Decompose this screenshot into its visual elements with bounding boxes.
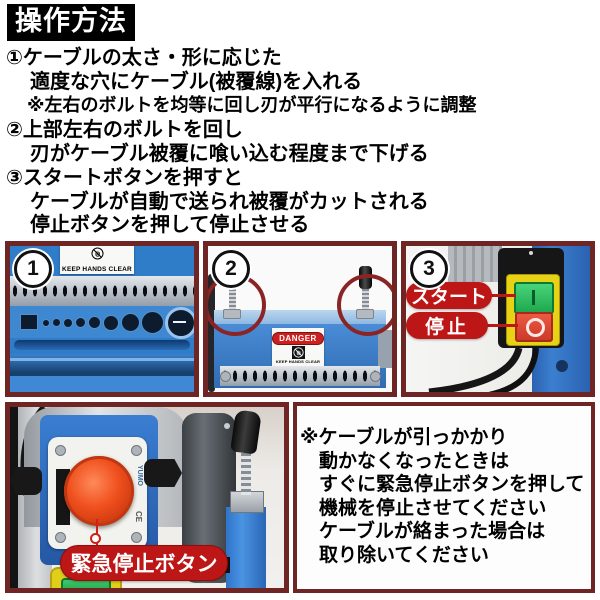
cable-gland-left bbox=[10, 467, 42, 495]
hole-face bbox=[10, 306, 194, 339]
start-callout: スタート bbox=[406, 282, 492, 309]
screw bbox=[224, 423, 230, 429]
note-line-1: ※ケーブルが引っかかり bbox=[300, 427, 508, 448]
shaft-end bbox=[378, 330, 392, 368]
danger-label: DANGER KEEP HANDS CLEAR bbox=[272, 328, 324, 368]
tension-block bbox=[226, 507, 266, 588]
cable-hole bbox=[141, 311, 164, 334]
step2-number-badge: 2 bbox=[212, 250, 250, 288]
screw bbox=[55, 532, 66, 543]
instruction-line-8: 停止ボタンを押して停止させる bbox=[30, 214, 310, 236]
plate-brand-text: YUMO bbox=[136, 465, 143, 486]
switch-box bbox=[498, 248, 564, 348]
note-panel: ※ケーブルが引っかかり 動かなくなったときは すぐに緊急停止ボタンを押して 機械… bbox=[293, 402, 595, 593]
emergency-stop-callout: 緊急停止ボタン bbox=[60, 545, 228, 581]
stop-button bbox=[515, 312, 553, 342]
hole-glint bbox=[173, 321, 186, 323]
no-hands-icon bbox=[291, 346, 305, 359]
cable-hole bbox=[121, 313, 140, 332]
motor-part bbox=[448, 246, 502, 282]
instruction-line-7: ケーブルが自動で送られ被覆がカットされる bbox=[30, 191, 429, 213]
feed-bar bbox=[14, 340, 190, 350]
cable-slot-rect bbox=[20, 314, 38, 330]
threaded-rod bbox=[241, 449, 251, 495]
keep-hands-clear-text: KEEP HANDS CLEAR bbox=[62, 266, 132, 273]
note-line-5: ケーブルが絡まった場合は bbox=[319, 521, 546, 542]
screw bbox=[55, 445, 66, 456]
note-line-3: すぐに緊急停止ボタンを押して bbox=[319, 474, 585, 495]
power-cable bbox=[428, 346, 539, 392]
instruction-line-1: ①ケーブルの太さ・形に応じた bbox=[6, 47, 282, 69]
cable-hole-large bbox=[165, 307, 194, 339]
pointer-dot bbox=[90, 533, 101, 544]
cable-hole bbox=[63, 318, 73, 328]
slotted-guard-strip bbox=[220, 366, 380, 386]
stop-button-mark bbox=[526, 318, 545, 337]
photo-panel-emergency: YUMO CE 緊急停止ボタン bbox=[5, 402, 289, 593]
plate-ce-text: CE bbox=[134, 511, 143, 523]
screw bbox=[370, 371, 381, 382]
keep-hands-clear-label: KEEP HANDS CLEAR bbox=[60, 246, 134, 274]
note-line-2: 動かなくなったときは bbox=[319, 450, 510, 472]
photo-panel-step1: 1 KEEP HANDS CLEAR bbox=[5, 241, 199, 397]
background-part bbox=[208, 274, 215, 392]
start-pointer-line bbox=[490, 294, 516, 297]
note-text-block: ※ケーブルが引っかかり 動かなくなったときは すぐに緊急停止ボタンを押して 機械… bbox=[300, 426, 584, 567]
rod-handle bbox=[230, 409, 262, 455]
instruction-line-2: 適度な穴にケーブル(被覆線)を入れる bbox=[30, 71, 363, 93]
cable-hole bbox=[52, 318, 61, 327]
note-line-4: 機械を停止させてください bbox=[319, 497, 547, 519]
page-title: 操作方法 bbox=[7, 4, 135, 41]
machine-base bbox=[10, 376, 194, 392]
stop-pointer-line bbox=[486, 324, 518, 327]
emergency-stop-button bbox=[64, 456, 134, 526]
screw bbox=[131, 532, 142, 543]
cable-gland-right bbox=[144, 459, 182, 487]
note-line-6: 取り除いてください bbox=[319, 544, 489, 566]
cable-hole bbox=[103, 315, 119, 331]
roller-highlight bbox=[10, 358, 194, 361]
start-button-mark bbox=[532, 290, 535, 305]
keep-hands-clear-text: KEEP HANDS CLEAR bbox=[275, 359, 321, 364]
bolt-head bbox=[556, 360, 568, 372]
photo-panel-step3: 3 スタート 停止 bbox=[401, 241, 595, 397]
background-part bbox=[10, 407, 18, 588]
cable-hole bbox=[88, 316, 101, 329]
screw bbox=[131, 445, 142, 456]
step1-number-badge: 1 bbox=[14, 250, 52, 288]
instruction-line-4: ②上部左右のボルトを回し bbox=[6, 119, 243, 141]
photo-panel-step2: 2 DANGER KEEP HANDS CLEAR bbox=[203, 241, 397, 397]
no-hands-icon bbox=[90, 247, 104, 265]
step3-number-badge: 3 bbox=[410, 250, 448, 288]
roller bbox=[10, 354, 194, 376]
cable-hole bbox=[42, 319, 50, 327]
start-button bbox=[514, 282, 554, 314]
screw bbox=[529, 251, 533, 255]
danger-text: DANGER bbox=[272, 332, 324, 345]
instruction-line-3: ※左右のボルトを均等に回し刃が平行になるように調整 bbox=[27, 95, 477, 115]
stop-callout: 停止 bbox=[406, 312, 488, 339]
instruction-line-6: ③スタートボタンを押すと bbox=[6, 167, 243, 189]
cable-hole bbox=[75, 317, 86, 328]
right-bolt-highlight-circle bbox=[337, 274, 392, 336]
instruction-line-5: 刃がケーブル被覆に喰い込む程度まで下げる bbox=[30, 143, 429, 165]
screw bbox=[220, 371, 231, 382]
